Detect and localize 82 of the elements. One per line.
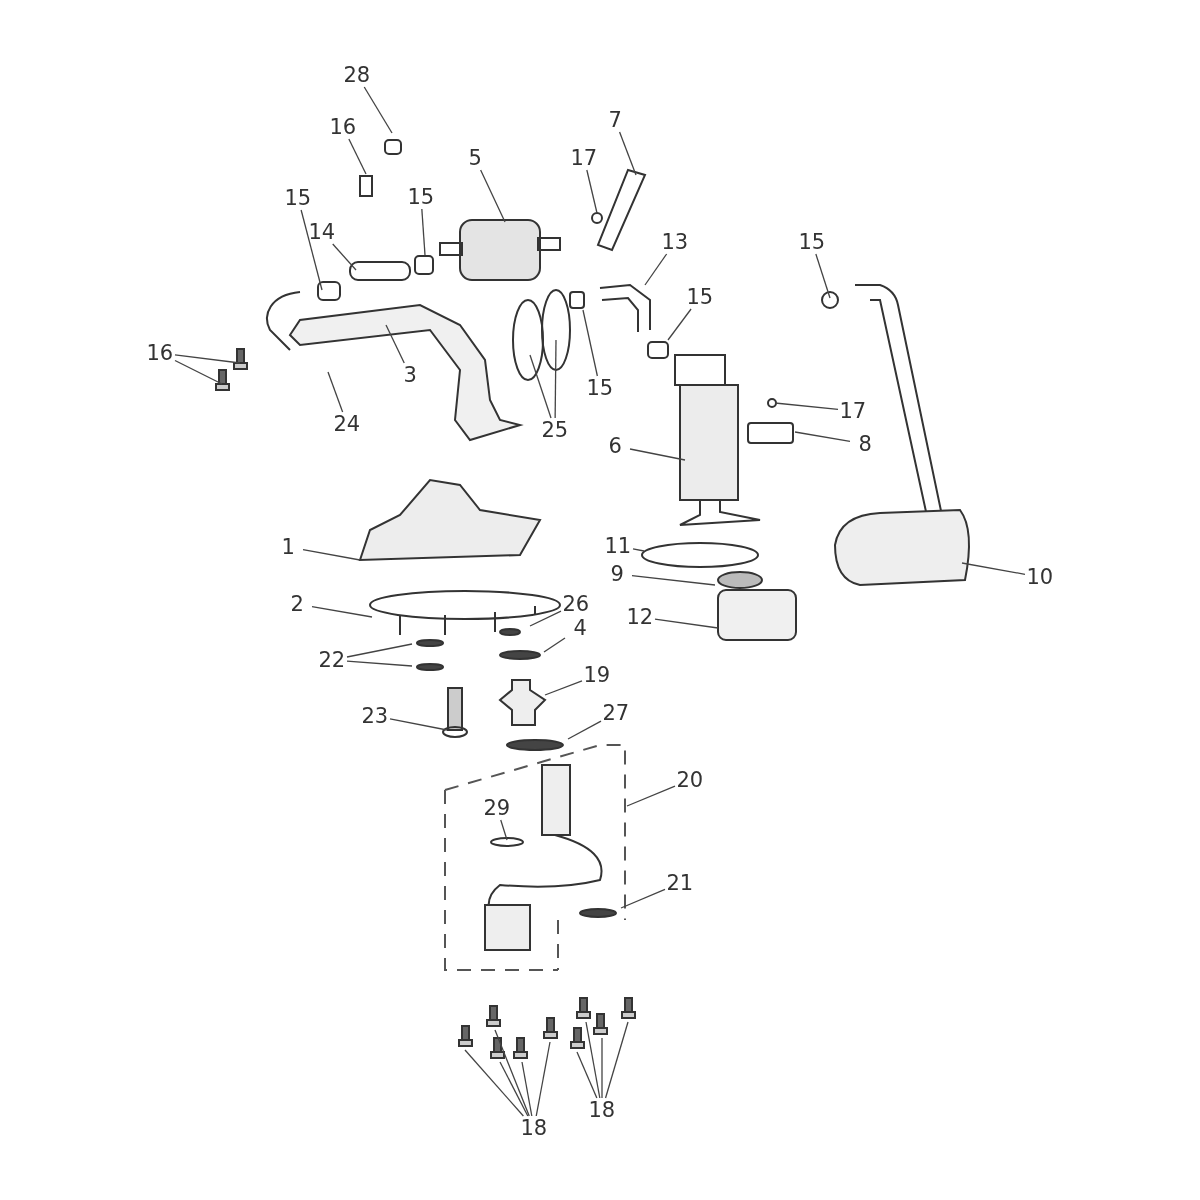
leader-line <box>332 243 357 271</box>
leader-line <box>629 448 686 461</box>
callout-number: 23 <box>361 705 389 727</box>
leader-line <box>631 575 716 586</box>
leader-line <box>601 1037 603 1099</box>
leader-line <box>567 720 602 740</box>
leader-line <box>363 86 393 134</box>
callout-number: 18 <box>588 1099 616 1121</box>
callout-number: 17 <box>839 400 867 422</box>
leader-line <box>535 1041 551 1117</box>
leader-line <box>348 138 367 175</box>
leader-line <box>543 637 566 653</box>
leader-line <box>618 131 637 176</box>
callout-number: 5 <box>468 147 482 169</box>
callout-number: 29 <box>483 797 511 819</box>
leader-line <box>644 253 668 286</box>
callout-number: 15 <box>798 231 826 253</box>
leader-line <box>626 785 676 807</box>
leader-line <box>327 371 344 413</box>
leader-line <box>586 169 598 214</box>
callout-number: 24 <box>333 413 361 435</box>
callout-number: 15 <box>407 186 435 208</box>
callout-number: 15 <box>686 286 714 308</box>
leader-line <box>480 169 506 223</box>
callout-number: 19 <box>583 664 611 686</box>
leader-line <box>521 1061 533 1117</box>
callout-number: 2 <box>290 593 304 615</box>
leader-line <box>585 1021 601 1099</box>
callout-number: 12 <box>626 606 654 628</box>
leader-line <box>774 402 839 411</box>
leader-line <box>529 610 562 627</box>
leader-line <box>389 718 448 731</box>
leader-line <box>494 1029 530 1117</box>
callout-number: 14 <box>308 221 336 243</box>
callout-number: 25 <box>541 419 569 441</box>
callout-number: 4 <box>573 617 587 639</box>
leader-line <box>794 431 851 443</box>
callout-number: 8 <box>858 433 872 455</box>
callout-number: 10 <box>1026 566 1054 588</box>
callout-number: 9 <box>610 563 624 585</box>
callout-number: 1 <box>281 536 295 558</box>
callout-number: 11 <box>604 535 632 557</box>
leader-line <box>632 548 645 552</box>
leader-line <box>620 888 666 909</box>
callout-number: 7 <box>608 109 622 131</box>
leader-line <box>582 309 599 377</box>
leader-line <box>385 324 405 364</box>
leader-line <box>302 549 361 561</box>
callout-number: 15 <box>284 187 312 209</box>
callout-number: 26 <box>562 593 590 615</box>
leader-line <box>604 1021 629 1099</box>
leader-line <box>667 308 692 341</box>
leader-line <box>300 209 323 291</box>
callout-number: 15 <box>586 377 614 399</box>
leader-line <box>346 643 413 658</box>
leader-line <box>500 819 508 841</box>
leader-line <box>174 359 223 385</box>
leader-line <box>421 208 426 256</box>
callout-number: 16 <box>329 116 357 138</box>
leader-line <box>815 253 831 299</box>
leader-line <box>544 680 583 696</box>
callout-number: 20 <box>676 769 704 791</box>
leader-line <box>174 354 241 364</box>
callout-number: 17 <box>570 147 598 169</box>
callout-number: 28 <box>343 64 371 86</box>
leader-line <box>554 339 557 419</box>
callout-number: 18 <box>520 1117 548 1139</box>
callout-number: 22 <box>318 649 346 671</box>
callout-number: 16 <box>146 342 174 364</box>
callout-number: 21 <box>666 872 694 894</box>
leader-line <box>576 1051 598 1099</box>
leader-line <box>464 1049 525 1117</box>
leader-line <box>346 660 413 667</box>
leader-line <box>499 1061 529 1117</box>
leader-line <box>529 354 552 419</box>
callout-number: 13 <box>661 231 689 253</box>
leader-line <box>654 618 719 629</box>
callout-number: 6 <box>608 435 622 457</box>
leader-line <box>961 562 1026 575</box>
leader-line <box>311 605 373 618</box>
callout-number: 27 <box>602 702 630 724</box>
callout-number: 3 <box>403 364 417 386</box>
